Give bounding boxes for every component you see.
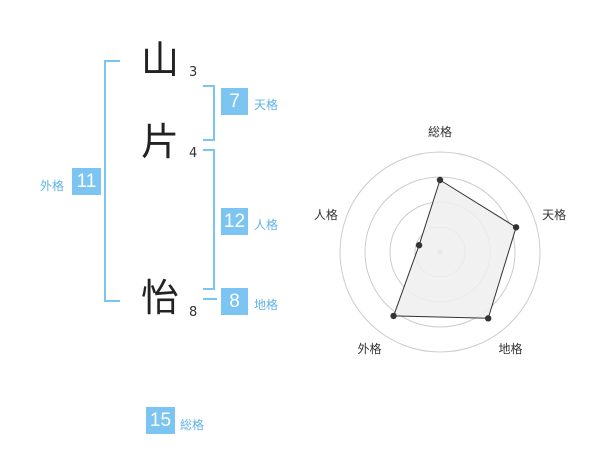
stroke-count-3: 8 bbox=[189, 305, 198, 320]
radar-axis-label-1: 総格 bbox=[428, 124, 452, 139]
name-char-2: 片 bbox=[141, 120, 180, 164]
tenkaku-value: 7 bbox=[229, 91, 240, 112]
stroke-count-1: 3 bbox=[189, 65, 198, 80]
radar-axis-label-5: 人格 bbox=[314, 207, 338, 222]
chikaku-connector bbox=[203, 298, 217, 300]
stroke-count-2: 4 bbox=[189, 146, 198, 161]
jinkaku-label: 人格 bbox=[254, 218, 279, 232]
radar-axis-label-4: 外格 bbox=[357, 341, 381, 356]
jinkaku-badge: 12 bbox=[221, 208, 248, 235]
gaikaku-value: 11 bbox=[76, 171, 97, 192]
chikaku-value: 8 bbox=[229, 291, 240, 312]
radar-point-3 bbox=[484, 315, 492, 322]
jinkaku-value: 12 bbox=[223, 211, 246, 232]
radar-axis-label-2: 天格 bbox=[542, 207, 566, 222]
radar-points bbox=[390, 176, 520, 322]
radar-point-5 bbox=[415, 242, 423, 249]
tenkaku-label: 天格 bbox=[254, 98, 279, 112]
radar-point-2 bbox=[512, 224, 520, 231]
radar-area bbox=[392, 179, 517, 319]
radar-ring bbox=[339, 151, 541, 353]
tenkaku-bracket bbox=[203, 85, 215, 141]
tenkaku-badge: 7 bbox=[221, 88, 248, 115]
radar-point-1 bbox=[436, 176, 444, 184]
soukaku-label: 総格 bbox=[180, 418, 205, 432]
gaikaku-label: 外格 bbox=[40, 179, 65, 193]
radar-axis-label-3: 地格 bbox=[499, 341, 523, 356]
soukaku-value: 15 bbox=[149, 410, 172, 431]
name-char-1: 山 bbox=[141, 38, 180, 82]
gaikaku-badge: 11 bbox=[72, 168, 101, 195]
soukaku-badge: 15 bbox=[146, 407, 175, 434]
jinkaku-bracket bbox=[203, 149, 215, 290]
gaikaku-bracket bbox=[104, 60, 120, 302]
chikaku-badge: 8 bbox=[221, 288, 248, 315]
name-char-3: 怡 bbox=[141, 276, 180, 320]
chikaku-label: 地格 bbox=[254, 298, 279, 312]
radar-point-4 bbox=[390, 312, 397, 320]
